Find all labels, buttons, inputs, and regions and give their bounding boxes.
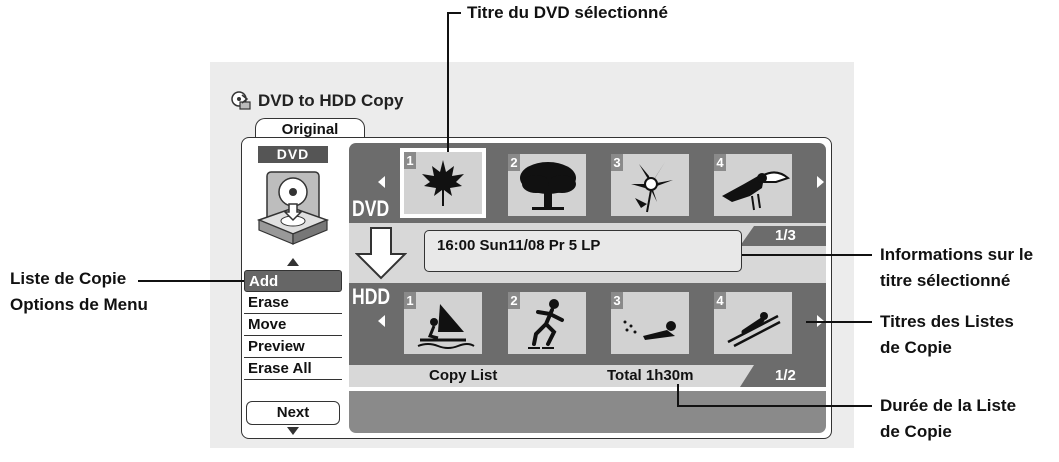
annotation-line (447, 12, 449, 152)
thumb-number: 1 (404, 292, 416, 309)
annotation-copy-list-duration: Durée de la Liste de Copie (880, 393, 1016, 445)
annotation-line (677, 405, 872, 407)
annotation-text-line: Liste de Copie (10, 269, 127, 288)
scroll-up-icon[interactable] (287, 258, 299, 266)
dvd-title-thumbnail[interactable]: 4 (714, 154, 792, 216)
tree-icon (520, 162, 576, 210)
dvd-prev-arrow-icon[interactable] (378, 176, 385, 188)
hdd-section-label: HDD (352, 284, 391, 309)
annotation-selected-title-info: Informations sur le titre sélectionné (880, 242, 1033, 294)
copy-down-arrow-icon (355, 227, 407, 280)
next-button[interactable]: Next (246, 401, 340, 425)
copy-list-menu: Add Erase Move Preview Erase All (244, 270, 342, 380)
menu-item-preview[interactable]: Preview (244, 336, 342, 358)
hdd-prev-arrow-icon[interactable] (378, 315, 385, 327)
windsurfer-icon (417, 304, 475, 349)
menu-item-add[interactable]: Add (244, 270, 342, 292)
annotation-text-line: Informations sur le (880, 245, 1034, 264)
thumb-number: 3 (611, 154, 623, 171)
toucan-bird-icon (722, 171, 791, 211)
dvd-section-label: DVD (352, 196, 390, 221)
app-title-bar: DVD to HDD Copy (230, 90, 403, 112)
app-title: DVD to HDD Copy (258, 91, 404, 110)
dvd-page-indicator: 1/3 (775, 227, 796, 244)
menu-item-erase[interactable]: Erase (244, 292, 342, 314)
dvd-title-thumbnail[interactable]: 1 (400, 148, 486, 218)
annotation-text-line: Titres des Listes (880, 312, 1014, 331)
ski-jumper-icon (727, 312, 781, 348)
annotation-selected-dvd-title: Titre du DVD sélectionné (467, 3, 668, 22)
annotation-line (806, 321, 872, 323)
thumb-number: 4 (714, 292, 726, 309)
annotation-text-line: Durée de la Liste (880, 396, 1017, 415)
dvd-page-tab (740, 226, 826, 246)
dvd-title-thumbnail[interactable]: 2 (508, 154, 586, 216)
annotation-line (677, 384, 679, 406)
copy-list-total: Total 1h30m (607, 367, 694, 384)
menu-item-move[interactable]: Move (244, 314, 342, 336)
lily-flower-icon (631, 162, 673, 213)
dvd-to-hdd-copy-icon (256, 171, 330, 245)
dvd-title-thumbnail[interactable]: 3 (611, 154, 689, 216)
annotation-copy-list-menu: Liste de Copie Options de Menu (10, 266, 148, 318)
maple-leaf-icon (422, 160, 464, 206)
copy-list-label: Copy List (429, 367, 498, 384)
disc-copy-icon (231, 91, 251, 110)
annotation-text-line: Options de Menu (10, 295, 148, 314)
annotation-line (447, 12, 461, 14)
menu-item-erase-all[interactable]: Erase All (244, 358, 342, 380)
annotation-line (138, 280, 244, 282)
thumb-number: 4 (714, 154, 726, 171)
thumb-number: 1 (404, 152, 416, 169)
hdd-title-thumbnail[interactable]: 4 (714, 292, 792, 354)
hdd-title-thumbnail[interactable]: 3 (611, 292, 689, 354)
annotation-text-line: titre sélectionné (880, 271, 1011, 290)
copy-list-bar: Copy List Total 1h30m (349, 365, 826, 387)
title-info-box: 16:00 Sun11/08 Pr 5 LP (424, 230, 742, 272)
annotation-copy-list-titles: Titres des Listes de Copie (880, 309, 1014, 361)
annotation-text-line: de Copie (880, 338, 952, 357)
status-band (349, 391, 826, 433)
hdd-page-indicator: 1/2 (775, 367, 796, 384)
thumb-number: 2 (508, 292, 520, 309)
swimmer-icon (623, 320, 676, 340)
annotation-text-line: de Copie (880, 422, 952, 441)
hdd-page-tab (740, 365, 826, 387)
tab-original[interactable]: Original (255, 118, 365, 141)
hdd-title-thumbnail[interactable]: 1 (404, 292, 482, 354)
dvd-source-badge: DVD (258, 146, 328, 163)
thumb-number: 3 (611, 292, 623, 309)
hdd-title-thumbnail[interactable]: 2 (508, 292, 586, 354)
inline-skater-icon (528, 299, 564, 349)
dvd-next-arrow-icon[interactable] (817, 176, 824, 188)
annotation-line (742, 254, 872, 256)
thumb-number: 2 (508, 154, 520, 171)
title-info-text: 16:00 Sun11/08 Pr 5 LP (437, 237, 601, 254)
scroll-down-icon[interactable] (287, 427, 299, 435)
